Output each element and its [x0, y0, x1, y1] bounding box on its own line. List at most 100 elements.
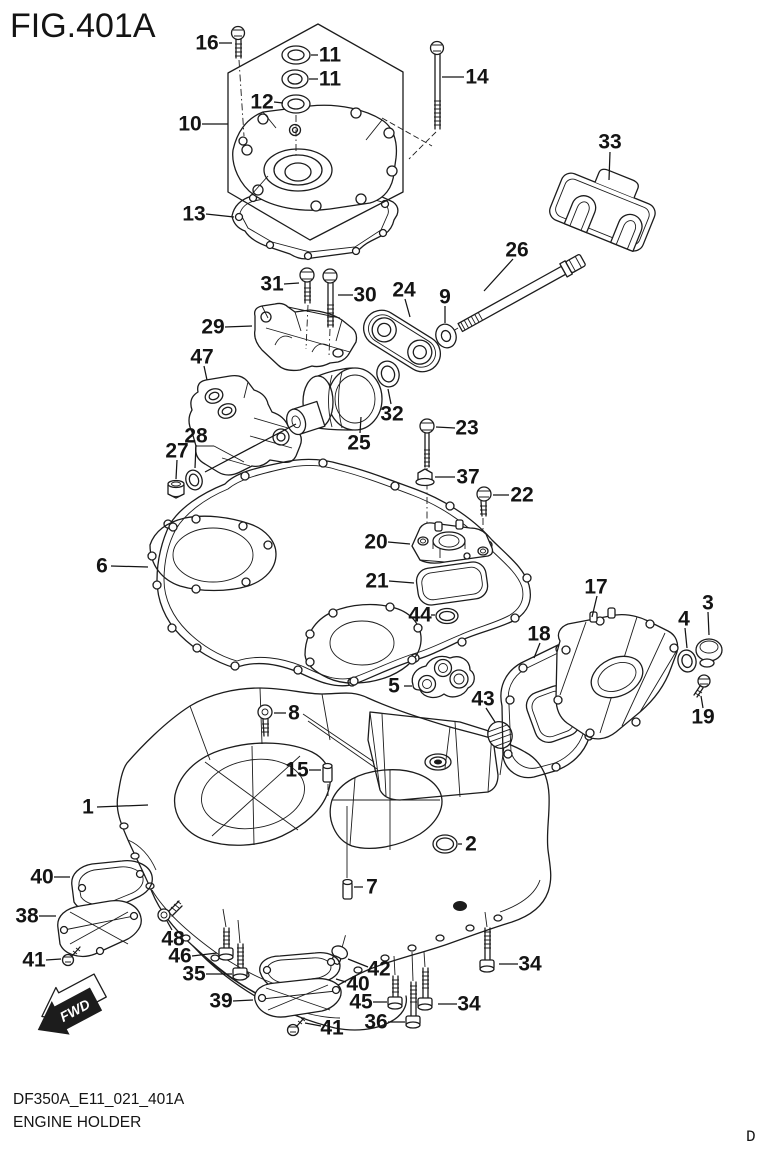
- callout-label-33: 33: [598, 131, 621, 154]
- callout-label-39: 39: [209, 990, 232, 1013]
- part-17-side-cover: [553, 607, 679, 740]
- callout-label-4: 4: [678, 608, 690, 631]
- callout-leader-21: [388, 580, 415, 584]
- callout-label-6: 6: [96, 555, 108, 578]
- figure-title: FIG.401A: [10, 7, 156, 45]
- callout-leader-29: [224, 325, 253, 328]
- callout-leader-40: [335, 978, 347, 983]
- callout-label-14: 14: [465, 66, 489, 89]
- callout-label-34: 34: [518, 953, 542, 976]
- part-26-through-bolt: [457, 254, 586, 333]
- callout-leader-32: [387, 388, 392, 405]
- part-11-seal: [281, 69, 309, 89]
- callout-label-29: 29: [201, 316, 224, 339]
- part-25-bushing: [286, 367, 383, 436]
- callout-label-22: 22: [510, 484, 533, 507]
- part-43-cap: [487, 721, 513, 749]
- callout-label-18: 18: [527, 623, 551, 646]
- callout-leader-43: [485, 707, 496, 723]
- callout-label-25: 25: [347, 432, 371, 455]
- part-23-bolt: [419, 418, 435, 537]
- callout-label-9: 9: [439, 286, 451, 309]
- part-47-mount-lower: [188, 374, 302, 476]
- callout-leader-13: [205, 213, 235, 218]
- part-21-gasket: [415, 561, 489, 606]
- part-11-seal: [281, 45, 311, 65]
- callout-label-47: 47: [190, 346, 213, 369]
- part-41-bolt: [61, 946, 81, 967]
- callout-label-35: 35: [182, 963, 206, 986]
- part-19-bolt: [693, 674, 711, 698]
- callout-leader-41: [45, 958, 62, 961]
- callout-label-34: 34: [457, 993, 481, 1016]
- callout-label-43: 43: [471, 688, 494, 711]
- part-20-bracket: [411, 519, 494, 564]
- callout-leader-3: [707, 611, 710, 636]
- callout-label-2: 2: [465, 833, 477, 856]
- callout-leader-25: [359, 416, 362, 434]
- callout-label-5: 5: [388, 675, 400, 698]
- callout-label-10: 10: [178, 113, 201, 136]
- callout-label-27: 27: [165, 440, 188, 463]
- callout-leader-4: [684, 627, 688, 649]
- callout-leader-39: [232, 999, 254, 1002]
- callout-label-32: 32: [380, 403, 403, 426]
- part-24-damper-plate: [362, 309, 442, 373]
- callout-label-3: 3: [702, 592, 714, 615]
- fwd-flag: FWD: [37, 973, 107, 1035]
- part-5-gasket: [411, 655, 475, 699]
- callout-leader-48: [166, 920, 173, 931]
- part-22-bolt: [476, 486, 492, 549]
- callout-label-37: 37: [456, 466, 479, 489]
- callout-label-15: 15: [285, 759, 309, 782]
- cover-assembly-frame: [227, 23, 404, 241]
- callout-leader-27: [175, 459, 178, 480]
- part-8-bolt: [257, 704, 273, 737]
- callout-leader-46: [191, 952, 218, 957]
- callout-leader-12: [273, 101, 284, 104]
- part-44-oring: [435, 607, 459, 625]
- callout-label-38: 38: [15, 905, 39, 928]
- part-35-bolt: [232, 919, 248, 981]
- callout-label-19: 19: [691, 706, 714, 729]
- page-letter: D: [746, 1128, 756, 1146]
- part-10-cover: [232, 104, 398, 212]
- part-48-fitting: [157, 900, 183, 922]
- callout-label-20: 20: [364, 531, 387, 554]
- part-36-bolt: [405, 951, 421, 1029]
- callout-leader-17: [591, 595, 598, 618]
- callout-leader-19: [700, 695, 704, 709]
- part-6-gasket: [147, 458, 532, 687]
- part-34-bolt: [417, 951, 433, 1011]
- part-12-washer: [281, 94, 311, 158]
- callout-label-1: 1: [82, 796, 94, 819]
- callout-label-46: 46: [168, 945, 191, 968]
- callout-leader-1: [96, 804, 149, 808]
- callout-label-40: 40: [30, 866, 53, 889]
- callout-label-40: 40: [346, 973, 369, 996]
- callout-leader-33: [608, 151, 611, 181]
- callout-leader-23: [435, 426, 456, 429]
- callout-label-42: 42: [367, 958, 390, 981]
- callout-leader-24: [404, 298, 411, 318]
- part-16-bolt: [230, 25, 246, 137]
- part-34-bolt: [479, 911, 495, 973]
- callout-label-41: 41: [320, 1017, 344, 1040]
- part-14-bolt: [381, 40, 445, 160]
- footer-caption: ENGINE HOLDER: [13, 1114, 141, 1131]
- callout-label-45: 45: [349, 991, 373, 1014]
- part-39-anode-cover: [254, 977, 342, 1018]
- callout-leader-18: [533, 642, 541, 659]
- part-2-oring: [432, 834, 458, 854]
- callout-label-23: 23: [455, 417, 478, 440]
- callout-label-17: 17: [584, 576, 607, 599]
- part-27-nut: [167, 479, 185, 499]
- part-15-pin: [322, 762, 333, 796]
- part-7-pin: [342, 878, 353, 900]
- part-41-bolt: [286, 1017, 306, 1037]
- callout-leader-41: [304, 1022, 322, 1027]
- part-46-bolt: [218, 908, 234, 961]
- callout-leader-47: [203, 365, 208, 381]
